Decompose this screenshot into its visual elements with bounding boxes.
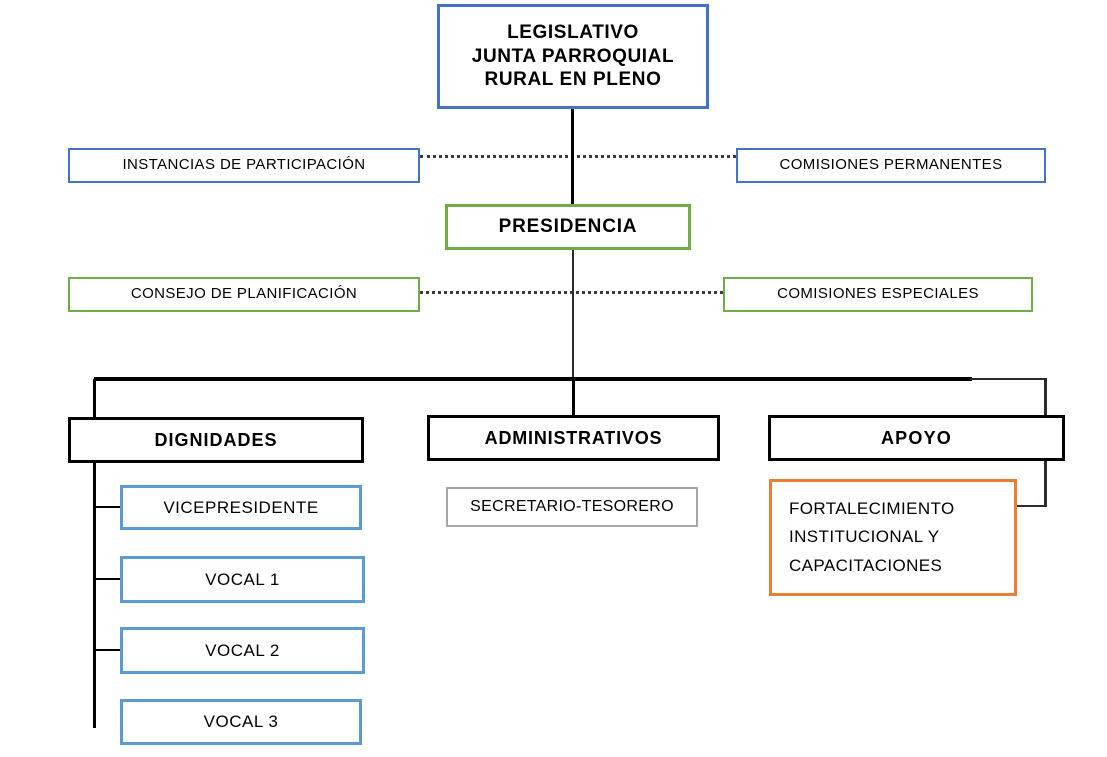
node-comisiones-permanentes[interactable]: COMISIONES PERMANENTES [736, 148, 1046, 183]
node-dignidades[interactable]: DIGNIDADES [68, 417, 364, 463]
node-instancias-participacion[interactable]: INSTANCIAS DE PARTICIPACIÓN [68, 148, 420, 183]
connector-bus-administrativos [572, 379, 575, 417]
node-dignidades-label: DIGNIDADES [154, 429, 278, 450]
node-apoyo-label: APOYO [880, 427, 952, 448]
connector-dotted-planificacion [420, 291, 723, 294]
node-comisiones-especiales[interactable]: COMISIONES ESPECIALES [723, 277, 1033, 312]
node-legislativo-line3: RURAL EN PLENO [484, 69, 662, 91]
connector-dignidades-vicepresidente [93, 506, 122, 508]
connector-dignidades-vocal1 [93, 578, 122, 580]
node-vocal-2-label: VOCAL 2 [205, 640, 280, 660]
node-comisiones-permanentes-label: COMISIONES PERMANENTES [779, 156, 1003, 174]
node-vocal-3-label: VOCAL 3 [203, 712, 279, 732]
node-legislativo[interactable]: LEGISLATIVO JUNTA PARROQUIAL RURAL EN PL… [437, 4, 709, 109]
node-legislativo-line1: LEGISLATIVO [507, 21, 639, 43]
node-secretario-tesorero-label: SECRETARIO-TESORERO [470, 498, 674, 515]
node-administrativos-label: ADMINISTRATIVOS [484, 427, 663, 448]
node-consejo-planificacion[interactable]: CONSEJO DE PLANIFICACIÓN [68, 277, 420, 312]
node-vocal-1-label: VOCAL 1 [205, 569, 280, 589]
node-comisiones-especiales-label: COMISIONES ESPECIALES [777, 285, 979, 303]
connector-bus-horizontal-right-ext [970, 378, 1047, 380]
node-fortalecimiento-text: FORTALECIMIENTO INSTITUCIONAL Y CAPACITA… [789, 495, 955, 579]
connector-dotted-participacion [420, 155, 736, 158]
connector-legislativo-presidencia [571, 109, 574, 205]
connector-bus-dignidades [93, 379, 96, 419]
node-consejo-planificacion-label: CONSEJO DE PLANIFICACIÓN [130, 285, 358, 303]
node-apoyo[interactable]: APOYO [768, 415, 1065, 461]
node-vicepresidente-label: VICEPRESIDENTE [163, 497, 319, 517]
connector-apoyo-fortalecimiento [1015, 505, 1047, 507]
node-vicepresidente[interactable]: VICEPRESIDENTE [120, 485, 362, 530]
connector-dignidades-vocal2 [93, 649, 122, 651]
node-vocal-2[interactable]: VOCAL 2 [120, 627, 365, 674]
node-vocal-1[interactable]: VOCAL 1 [120, 556, 365, 603]
connector-bus-horizontal [94, 377, 972, 381]
node-fortalecimiento-line1: FORTALECIMIENTO [789, 499, 955, 519]
node-instancias-participacion-label: INSTANCIAS DE PARTICIPACIÓN [122, 156, 366, 174]
node-legislativo-line2: JUNTA PARROQUIAL [471, 45, 675, 67]
node-fortalecimiento-line3: CAPACITACIONES [789, 555, 943, 575]
connector-presidencia-bus [572, 250, 574, 381]
node-vocal-3[interactable]: VOCAL 3 [120, 699, 362, 745]
connector-dignidades-spine [93, 463, 96, 728]
node-administrativos[interactable]: ADMINISTRATIVOS [427, 415, 720, 461]
node-secretario-tesorero[interactable]: SECRETARIO-TESORERO [446, 487, 698, 527]
node-fortalecimiento-line2: INSTITUCIONAL Y [789, 527, 940, 547]
node-presidencia[interactable]: PRESIDENCIA [445, 204, 691, 250]
node-fortalecimiento-institucional[interactable]: FORTALECIMIENTO INSTITUCIONAL Y CAPACITA… [769, 479, 1017, 596]
node-presidencia-label: PRESIDENCIA [498, 216, 638, 238]
